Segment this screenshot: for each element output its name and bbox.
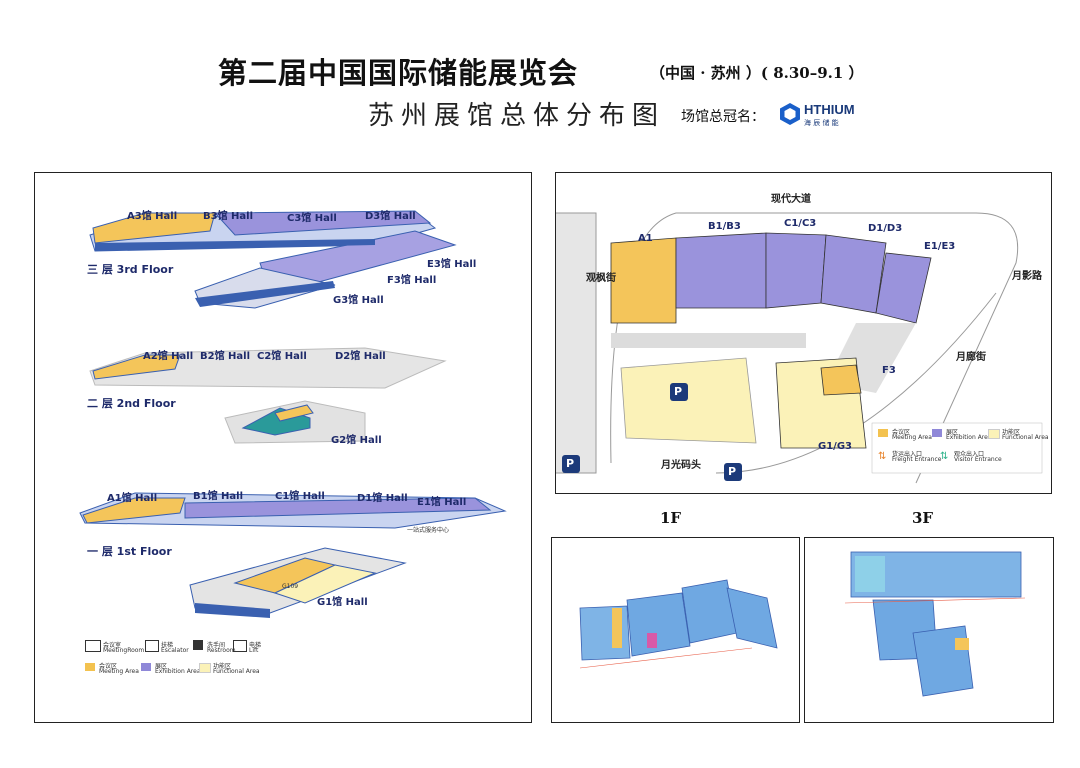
road-right-mid: 月廊街 [956, 352, 986, 363]
road-right-top: 月影路 [1012, 271, 1042, 282]
legend-lift: 电梯 [249, 642, 262, 649]
legend-meeting-area: 会议区 [99, 663, 118, 670]
site-legend-freight-sub: Freight Entrance [892, 456, 942, 463]
legend-exhibition-area-sub: Exhibition Area [155, 668, 201, 675]
hall-a2: A2馆 Hall [143, 351, 194, 362]
exhibition-area-swatch [141, 663, 151, 671]
plan-3f-label: 3F [912, 509, 934, 527]
floor2-label: 二 层 2nd Floor [87, 397, 176, 410]
hall-c3: C3馆 Hall [287, 213, 337, 224]
hall-d1: D1馆 Hall [357, 493, 408, 504]
site-hall-c1c3: C1/C3 [784, 218, 817, 229]
site-map-panel: 现代大道 观枫街 月影路 月廊街 月光码头 A1 B1/B3 C1/C3 D1/… [555, 172, 1052, 494]
site-hall-f3: F3 [882, 365, 896, 376]
site-hall-d1d3: D1/D3 [868, 223, 903, 234]
plan-3f-panel [804, 537, 1054, 723]
site-legend-functional-sub: Functional Area [1002, 434, 1049, 441]
plan-1f-drawing [579, 579, 778, 669]
functional-area-swatch [988, 429, 1000, 439]
site-hall-a1: A1 [638, 233, 653, 244]
lift-icon [233, 640, 247, 652]
legend-functional-area: 功能区 [213, 663, 232, 670]
legend-lift-sub: Lift [249, 647, 259, 654]
page-subtitle: 苏州展馆总体分布图 [368, 101, 666, 131]
meeting-room-icon [85, 640, 101, 652]
legend-meeting-room: 会议室 [103, 642, 122, 649]
legend-escalator-sub: Escalator [161, 647, 189, 654]
site-hall-e1e3: E1/E3 [924, 241, 956, 252]
site-legend-exhibition-sub: Exhibition Area [946, 434, 992, 441]
plan-3f-drawing [844, 551, 1026, 697]
service-center-label: 一站式服务中心 [407, 527, 450, 534]
site-legend-freight: 货运出入口 [892, 451, 923, 458]
hall-b2: B2馆 Hall [200, 351, 251, 362]
sponsor-logo: HTHIUM 海 辰 储 能 [777, 101, 867, 127]
hall-b1: B1馆 Hall [193, 491, 244, 502]
floor3-label: 三 层 3rd Floor [87, 263, 174, 276]
page-title: 第二届中国国际储能展览会 [218, 56, 579, 90]
parking-icon: P [674, 385, 683, 398]
site-hall-b1b3: B1/B3 [708, 221, 741, 232]
site-map-illustration [556, 212, 1043, 484]
meeting-area-swatch [878, 429, 888, 437]
functional-area-swatch [199, 663, 211, 673]
escalator-icon [145, 640, 159, 652]
legend-exhibition-area: 展区 [155, 663, 168, 670]
site-hall-g1g3: G1/G3 [818, 441, 852, 452]
hall-g1: G1馆 Hall [317, 597, 368, 608]
site-legend-meeting-sub: Meeting Area [892, 434, 932, 441]
g109-label: G109 [282, 583, 299, 590]
hall-a1: A1馆 Hall [107, 493, 158, 504]
bottom-place: 月光码头 [661, 460, 701, 471]
floor1-label: 一 层 1st Floor [87, 545, 172, 558]
hall-g2: G2馆 Hall [331, 435, 382, 446]
legend-escalator: 扶梯 [161, 642, 174, 649]
site-legend-meeting: 会议区 [892, 429, 911, 436]
legend-restroom-sub: Restroom [207, 647, 236, 654]
hall-f3: F3馆 Hall [387, 275, 437, 286]
sponsor-label: 场馆总冠名： [681, 109, 765, 125]
floors-illustration [79, 210, 507, 618]
visitor-entrance-icon: ⇅ [940, 451, 949, 462]
hall-d2: D2馆 Hall [335, 351, 386, 362]
site-legend-functional: 功能区 [1002, 429, 1021, 436]
floor1-structure [79, 492, 507, 618]
floor3-structure [89, 210, 457, 309]
legend-meeting-room-sub: MeetingRoom [103, 647, 145, 654]
exhibition-area-swatch [932, 429, 942, 437]
freight-entrance-icon: ⇅ [878, 451, 887, 462]
hall-c1: C1馆 Hall [275, 491, 325, 502]
hall-e3: E3馆 Hall [427, 259, 477, 270]
hall-e1: E1馆 Hall [417, 497, 467, 508]
floors-panel: A3馆 Hall B3馆 Hall C3馆 Hall D3馆 Hall E3馆 … [34, 172, 532, 723]
parking-icon: P [728, 465, 737, 478]
plan-1f-label: 1F [660, 509, 682, 527]
hall-a3: A3馆 Hall [127, 211, 178, 222]
hall-g3: G3馆 Hall [333, 295, 384, 306]
site-legend-exhibition: 展区 [946, 429, 959, 436]
hall-b3: B3馆 Hall [203, 211, 254, 222]
meeting-area-swatch [85, 663, 95, 671]
sponsor-logo-name: HTHIUM [804, 102, 855, 117]
event-location-dates: （中国 · 苏州 ）( 8.30–9.1 ） [650, 64, 864, 82]
hall-c2: C2馆 Hall [257, 351, 307, 362]
legend-meeting-area-sub: Meeting Area [99, 668, 139, 675]
site-legend-visitor: 观众出入口 [954, 451, 985, 458]
hall-d3: D3馆 Hall [365, 211, 416, 222]
parking-icon: P [566, 457, 575, 470]
road-top: 现代大道 [771, 194, 811, 205]
legend-restroom: 洗手间 [207, 642, 226, 649]
sponsor-logo-sub: 海 辰 储 能 [804, 118, 839, 127]
floor2-structure [89, 347, 447, 444]
site-legend-visitor-sub: Visitor Entrance [954, 456, 1002, 463]
plan-1f-panel [551, 537, 800, 723]
restroom-icon [193, 640, 203, 650]
road-left: 观枫街 [586, 273, 616, 284]
legend-functional-area-sub: Functional Area [213, 668, 260, 675]
